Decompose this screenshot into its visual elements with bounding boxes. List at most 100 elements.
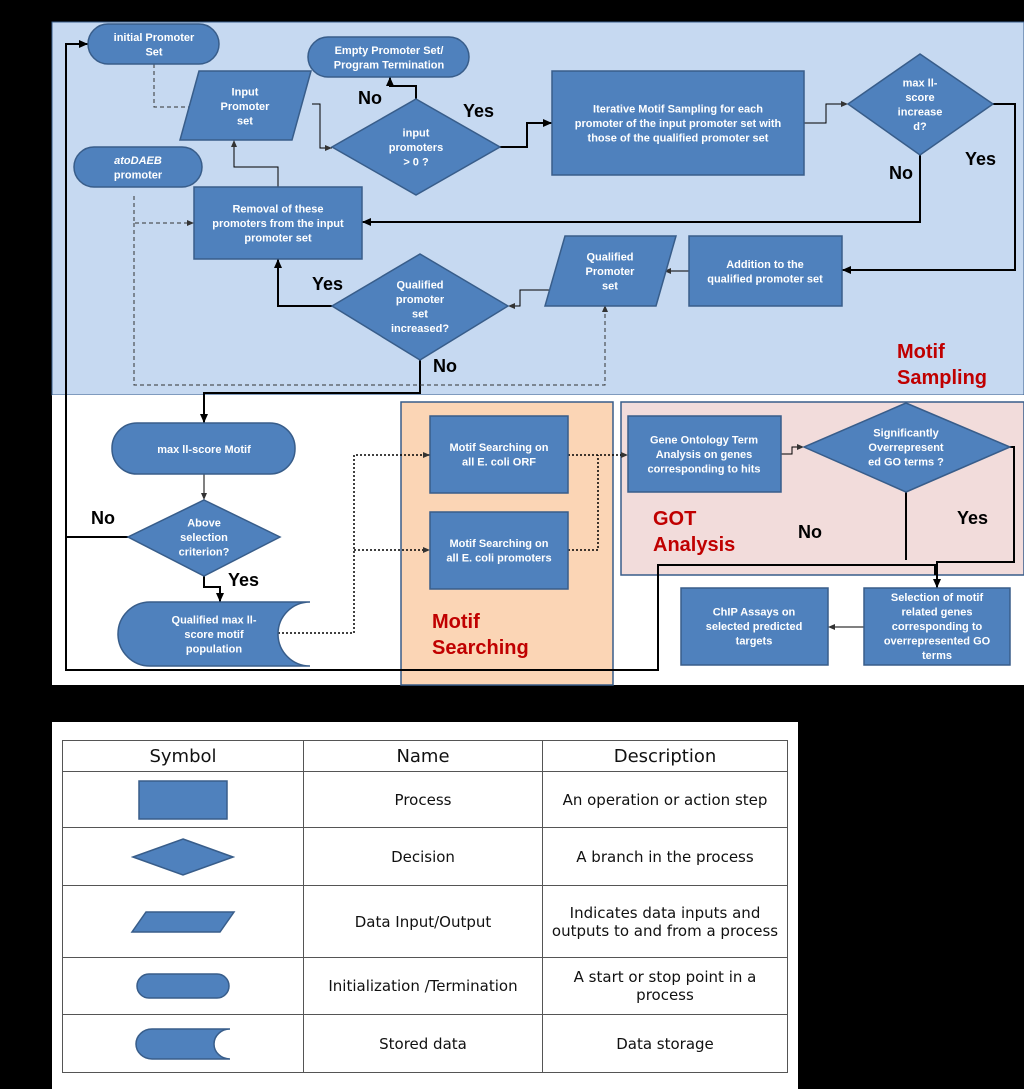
above-yes-to-population [203, 567, 224, 602]
qualified-no-to-motif [200, 360, 421, 423]
yes-label-qualified: Yes [312, 274, 343, 294]
legend-description: Data storage [542, 1014, 788, 1073]
promoters-to-go-dotted [568, 455, 599, 551]
legend-description: An operation or action step [542, 771, 788, 828]
legend-name: Data Input/Output [303, 885, 543, 958]
max-ll-motif-label: max ll-score Motif [157, 444, 251, 456]
go-to-decision [781, 444, 804, 455]
yes-label-input: Yes [463, 101, 494, 121]
input-promoters-decision [330, 98, 502, 196]
initial-to-input-dashed [153, 64, 196, 110]
iterative-to-max [804, 101, 848, 124]
legend-header-row: Symbol Name Description [62, 740, 788, 772]
legend-header-symbol: Symbol [62, 740, 304, 772]
no-label-empty: No [358, 88, 382, 108]
legend-name: Initialization /Termination [303, 957, 543, 1015]
terminator-shape-icon [136, 973, 230, 999]
max-no-to-removal [362, 155, 921, 226]
legend-row-decision: Decision A branch in the process [62, 827, 788, 886]
qualified-population-stored-data [117, 601, 311, 667]
legend-description: A start or stop point in a process [542, 957, 788, 1015]
qualified-promoter-set-data [544, 235, 677, 307]
search-promoters-process [429, 511, 569, 590]
decision-shape-icon [131, 837, 235, 876]
legend-row-stored: Stored data Data storage [62, 1014, 788, 1073]
selection-genes-process [863, 587, 1011, 666]
addition-process [688, 235, 843, 307]
atodaeb-promoter-terminator [73, 146, 203, 188]
empty-promoter-set-label: Empty Promoter Set/Program Termination [334, 45, 445, 72]
decision-to-empty [386, 77, 417, 99]
no-label-got: No [798, 522, 822, 542]
qualified-increased-decision [330, 253, 510, 361]
removal-to-input [231, 140, 279, 187]
legend-symbol-cell [62, 1014, 304, 1073]
yes-label-above: Yes [228, 570, 259, 590]
qualified-yes-to-removal [274, 259, 332, 307]
legend-symbol-cell [62, 957, 304, 1015]
legend-name: Decision [303, 827, 543, 886]
legend-header-description: Description [542, 740, 788, 772]
population-to-orf-dotted [278, 452, 430, 634]
iterative-sampling-process [551, 70, 805, 176]
empty-promoter-set-terminator [307, 36, 470, 78]
no-label-max: No [889, 163, 913, 183]
max-ll-motif-terminator [111, 422, 296, 475]
legend-row-terminator: Initialization /Termination A start or s… [62, 957, 788, 1015]
removal-process [193, 186, 363, 260]
atodaeb-to-removal-dashed [133, 196, 194, 226]
above-criterion-decision [126, 499, 282, 577]
legend-symbol-cell [62, 885, 304, 958]
max-yes-to-addition [842, 103, 1016, 274]
bottom-loop-line [65, 537, 936, 671]
loop-back-line [65, 40, 128, 538]
yes-label-got: Yes [957, 508, 988, 528]
max-ll-increase-decision [846, 53, 995, 156]
legend-description: Indicates data inputs and outputs to and… [542, 885, 788, 958]
search-orf-process [429, 415, 569, 494]
yes-label-max: Yes [965, 149, 996, 169]
process-shape-icon [138, 779, 228, 820]
legend-header-name: Name [303, 740, 543, 772]
over-yes-to-selection [933, 446, 1015, 588]
no-label-qualified: No [433, 356, 457, 376]
legend-name: Process [303, 771, 543, 828]
atodaeb-to-qualified-dashed [133, 223, 608, 386]
input-promoter-set-data [179, 70, 312, 141]
legend-table: Symbol Name Description Process An opera… [62, 740, 788, 1073]
stored-data-shape-icon [135, 1027, 231, 1060]
legend-row-data-io: Data Input/Output Indicates data inputs … [62, 885, 788, 958]
decision-to-iterative [500, 119, 552, 148]
data-io-shape-icon [130, 910, 236, 933]
initial-promoter-set-terminator [87, 23, 220, 65]
input-to-decision [312, 103, 332, 151]
go-term-analysis-process [627, 415, 782, 493]
legend-panel: Symbol Name Description Process An opera… [52, 722, 798, 1089]
legend-name: Stored data [303, 1014, 543, 1073]
qualified-to-decision [508, 289, 558, 309]
legend-symbol-cell [62, 827, 304, 886]
chip-assays-process [680, 587, 829, 666]
legend-row-process: Process An operation or action step [62, 771, 788, 828]
legend-description: A branch in the process [542, 827, 788, 886]
overrepresented-decision [802, 402, 1012, 493]
